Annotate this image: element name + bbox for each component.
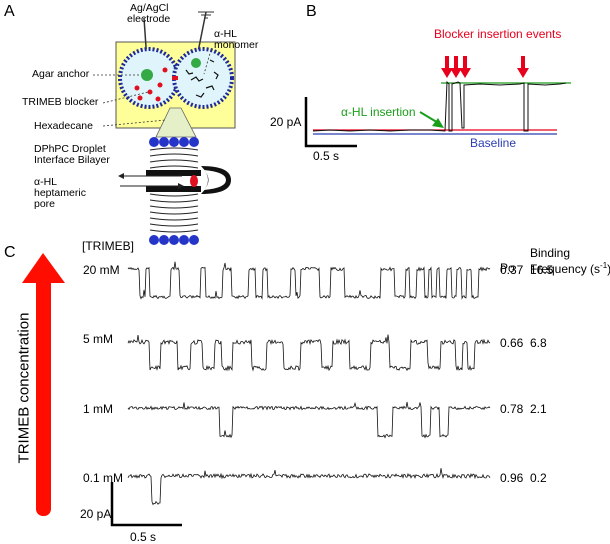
c-scale-x-label: 0.5 s xyxy=(130,530,157,544)
ground-symbol xyxy=(198,11,214,19)
hexadecane-label: Hexadecane xyxy=(34,120,93,132)
insertion-arrowhead xyxy=(432,118,444,128)
lipid-bilayer xyxy=(118,137,231,245)
baseline-label: Baseline xyxy=(470,136,517,150)
panel-a-label: A xyxy=(4,3,15,20)
trace-5mm xyxy=(127,334,491,372)
pore-label-1: α-HL xyxy=(34,176,57,188)
concentration-axis-label: TRIMEB concentration xyxy=(15,312,33,464)
trimeb-blocker-label: TRIMEB blocker xyxy=(22,96,99,108)
freq-header-1: Binding xyxy=(530,246,571,260)
po-header: Po xyxy=(500,261,515,275)
po-1mm: 0.78 xyxy=(500,402,524,416)
conc-header: [TRIMEB] xyxy=(82,239,135,253)
freq-20mm: 16.5 xyxy=(530,263,554,277)
current-traces xyxy=(127,261,491,506)
trimeb-dots xyxy=(134,67,168,102)
conc-20mm: 20 mM xyxy=(83,263,120,277)
b-scale-y-label: 20 pA xyxy=(270,115,302,129)
interface-pore xyxy=(172,76,178,80)
monomer-squiggles xyxy=(185,59,219,98)
zoom-trapezoid xyxy=(155,107,197,138)
pore-label-2: heptameric xyxy=(34,187,86,199)
po-5mm: 0.66 xyxy=(500,336,524,350)
panel-b-label: B xyxy=(306,3,317,20)
c-scale-y-label: 20 pA xyxy=(80,507,112,521)
right-droplet xyxy=(172,47,234,109)
bilayer-label-2: Interface Bilayer xyxy=(34,154,110,166)
droplet-schematic xyxy=(93,11,236,245)
panel-c-label: C xyxy=(4,244,16,261)
trace-0-1mm xyxy=(127,468,491,506)
b-scale-bar xyxy=(304,97,357,148)
conc-1mm: 1 mM xyxy=(83,402,113,416)
event-arrows xyxy=(441,56,529,78)
insertion-trace-plot xyxy=(304,56,571,148)
freq-0-1mm: 0.2 xyxy=(530,471,547,485)
b-scale-x-label: 0.5 s xyxy=(313,149,340,163)
agar-anchor xyxy=(141,69,153,81)
monomer-label-1: α-HL xyxy=(214,28,237,40)
trace-1mm xyxy=(127,401,491,439)
electrode-label-1: Ag/AgCl xyxy=(130,2,169,14)
conc-0-1mm: 0.1 mM xyxy=(83,471,124,485)
insertion-trace xyxy=(312,80,567,132)
agar-anchor-label: Agar anchor xyxy=(32,68,90,80)
insertion-label: α-HL insertion xyxy=(341,105,416,119)
freq-5mm: 6.8 xyxy=(530,336,547,350)
blocker-events-label: Blocker insertion events xyxy=(434,27,562,41)
agar-anchor-right xyxy=(191,58,201,68)
freq-header-2: Frequency (s-1) xyxy=(530,261,610,276)
concentration-arrow xyxy=(22,253,65,516)
po-0-1mm: 0.96 xyxy=(500,471,524,485)
po-20mm: 0.37 xyxy=(500,263,524,277)
bilayer-label-1: DPhPC Droplet xyxy=(34,143,106,155)
leader-lines xyxy=(93,49,212,127)
monomer-label-2: monomer xyxy=(214,39,259,51)
pore-label-3: pore xyxy=(34,198,56,210)
c-scale-bar xyxy=(110,482,182,527)
electrode-label-2: electrode xyxy=(127,13,171,25)
trace-20mm xyxy=(127,261,491,300)
conc-5mm: 5 mM xyxy=(83,332,113,346)
freq-1mm: 2.1 xyxy=(530,402,547,416)
